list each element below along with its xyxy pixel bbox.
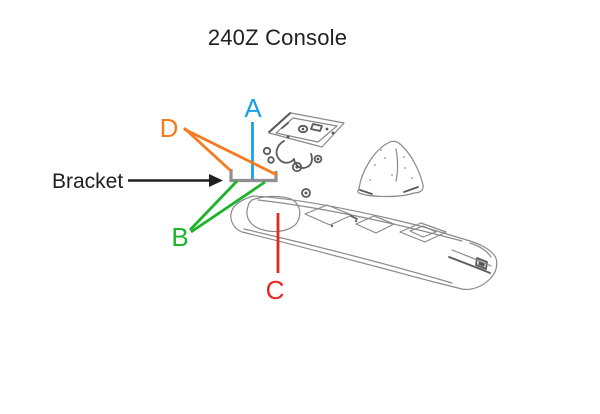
leader-line-b-right [190,180,266,234]
label-a: A [244,93,262,123]
shift-boot-drawing [357,140,424,198]
diagram-title: 240Z Console [207,25,348,50]
console-line-drawing [230,112,498,291]
label-b: B [171,222,188,252]
label-bracket: Bracket [52,170,123,193]
label-d: D [160,113,179,143]
heater-panel-drawing [262,112,345,173]
leader-line-d-right [183,127,278,177]
bracket-arrow-icon [128,174,223,187]
leader-line-d-left [183,126,232,173]
leader-line-b-left [188,180,239,231]
console-body-drawing [230,188,498,291]
label-c: C [266,275,285,305]
